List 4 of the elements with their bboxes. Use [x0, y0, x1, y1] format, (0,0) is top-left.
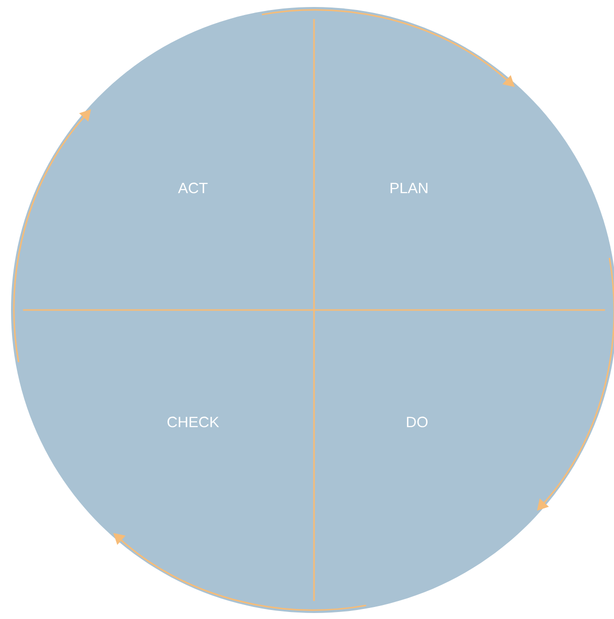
quadrant: CHECK	[11, 310, 314, 613]
quadrant: ACT	[11, 7, 314, 310]
quadrant: DO	[314, 310, 614, 613]
quadrant: PLAN	[314, 7, 614, 310]
